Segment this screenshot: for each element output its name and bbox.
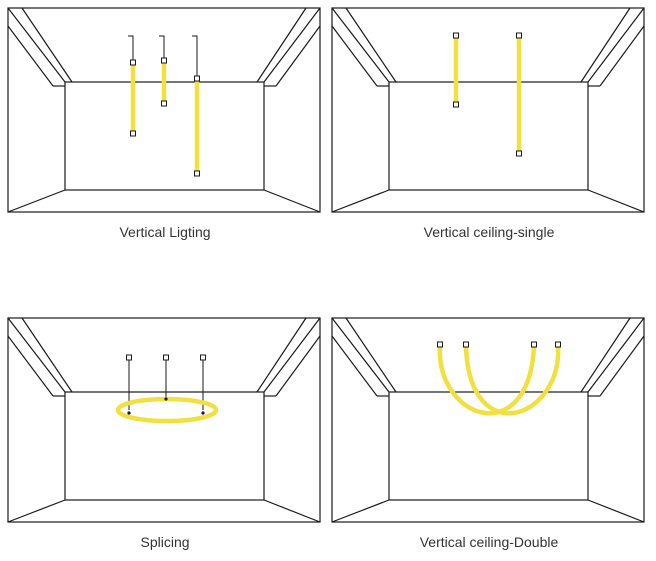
caption-splicing: Splicing	[140, 534, 190, 550]
room-diagram-splicing	[7, 317, 321, 523]
room-outline	[331, 317, 645, 523]
room-outline	[331, 7, 645, 213]
panel-vertical-lighting	[0, 0, 330, 220]
panel-vertical-ceiling-single	[324, 0, 654, 220]
room-diagram-vertical-lighting	[7, 7, 321, 213]
panel-splicing	[0, 310, 330, 530]
arc-end-caps	[437, 341, 561, 348]
ceiling-strip-2	[516, 32, 522, 157]
ring-clips	[127, 397, 205, 415]
room-diagram-vertical-ceiling-single	[331, 7, 645, 213]
pendant-strip-1	[128, 35, 136, 137]
neon-arc-1	[437, 345, 537, 416]
pendant-strip-3	[192, 35, 200, 177]
neon-arc-2	[463, 345, 561, 416]
caption-vertical-ceiling-single: Vertical ceiling-single	[423, 224, 555, 240]
caption-vertical-lighting: Vertical Ligting	[119, 224, 211, 240]
panel-vertical-ceiling-double	[324, 310, 654, 530]
caption-vertical-ceiling-double: Vertical ceiling-Double	[419, 534, 559, 550]
room-diagram-vertical-ceiling-double	[331, 317, 645, 523]
ceiling-strip-1	[453, 32, 459, 108]
room-outline	[7, 317, 321, 523]
neon-ring	[115, 396, 219, 424]
pendant-strip-2	[159, 35, 167, 107]
